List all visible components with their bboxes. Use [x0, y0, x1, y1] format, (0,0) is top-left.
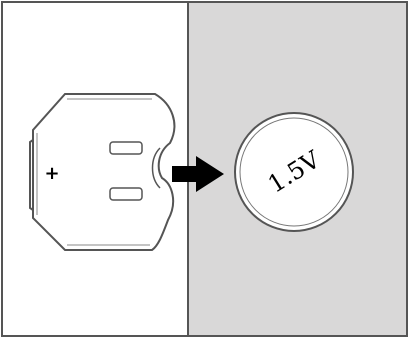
right-arrow-icon — [172, 156, 224, 192]
holder-slot-top — [109, 141, 143, 155]
coin-cell-holder-icon: + — [29, 93, 176, 251]
coin-cell-battery-icon: 1.5V — [234, 112, 354, 232]
polarity-label: + — [44, 163, 59, 184]
holder-slot-bottom — [109, 187, 143, 201]
